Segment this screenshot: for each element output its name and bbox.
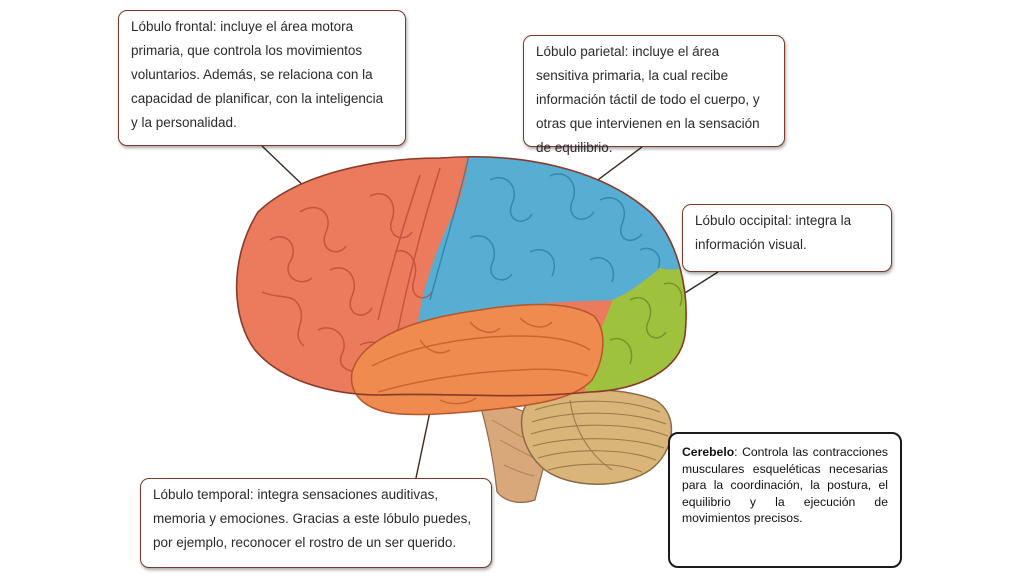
occipital-lobe-text: Lóbulo occipital: integra la información… [695, 213, 852, 252]
callout-frontal-lobe: Lóbulo frontal: incluye el área motora p… [118, 10, 406, 146]
frontal-lobe-text: Lóbulo frontal: incluye el área motora p… [131, 19, 384, 130]
callout-parietal-lobe: Lóbulo parietal: incluye el área sensiti… [523, 35, 785, 155]
cerebrum-outline [235, 155, 687, 397]
temporal-lobe-text: Lóbulo temporal: integra sensaciones aud… [153, 487, 472, 550]
temporal-lobe [350, 303, 604, 416]
cerebellum [520, 389, 672, 485]
cerebellum-title: Cerebelo [682, 445, 735, 459]
callout-temporal-lobe: Lóbulo temporal: integra sensaciones aud… [140, 478, 492, 568]
callout-occipital-lobe: Lóbulo occipital: integra la información… [682, 204, 892, 272]
cerebellum-text: : Controla las contracciones musculares … [682, 445, 888, 525]
parietal-lobe-text: Lóbulo parietal: incluye el área sensiti… [536, 44, 760, 155]
callout-cerebellum: Cerebelo: Controla las contracciones mus… [668, 432, 902, 568]
